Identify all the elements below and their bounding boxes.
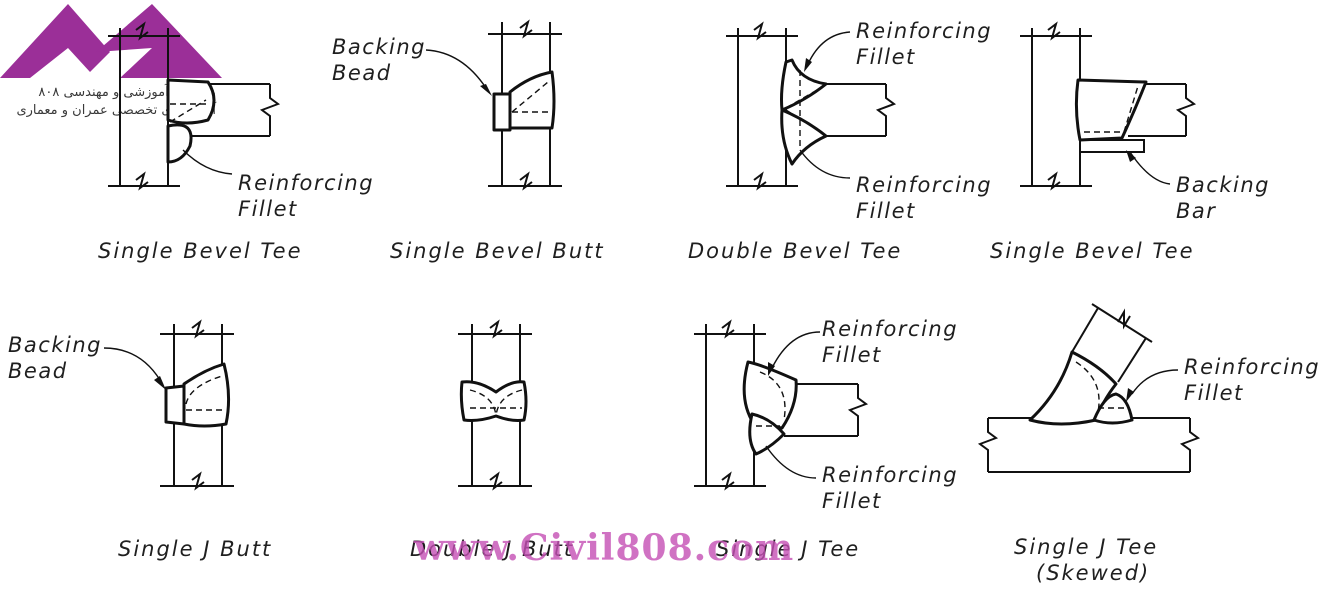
panel2-label-1: Backing xyxy=(332,35,426,59)
panel-single-bevel-butt: Backing Bead Single Bevel Butt xyxy=(332,19,605,263)
panel-double-bevel-tee: Reinforcing Fillet Reinforcing Fillet Do… xyxy=(688,19,992,263)
logo-right-shape xyxy=(96,4,222,78)
panel3-label-1: Reinforcing xyxy=(856,19,992,43)
panel8-label-1: Reinforcing xyxy=(1184,355,1320,379)
panel1-label-2: Fillet xyxy=(238,197,298,221)
panel5-label-1: Backing xyxy=(8,333,102,357)
panel-single-bevel-tee-2: Backing Bar Single Bevel Tee xyxy=(990,21,1270,263)
panel-single-bevel-tee-1: Reinforcing Fillet Single Bevel Tee xyxy=(98,21,374,263)
panel4-label-1: Backing xyxy=(1176,173,1270,197)
panel8-caption-2: (Skewed) xyxy=(1036,561,1150,585)
panel7-label-2: Fillet xyxy=(822,343,882,367)
panel7-label-1: Reinforcing xyxy=(822,317,958,341)
panel-double-j-butt: Double J Butt xyxy=(410,319,574,561)
panel3-caption: Double Bevel Tee xyxy=(688,239,902,263)
watermark: www.Civil808.com xyxy=(413,527,794,569)
panel-single-j-tee-skewed: Reinforcing Fillet Single J Tee (Skewed) xyxy=(977,303,1320,585)
panel7-caption: Single J Tee xyxy=(716,537,860,561)
panel-single-j-tee: Reinforcing Fillet Reinforcing Fillet Si… xyxy=(694,317,958,561)
panel-single-j-butt: Backing Bead Single J Butt xyxy=(8,319,272,561)
panel5-label-2: Bead xyxy=(8,359,68,383)
panel3-label-2: Fillet xyxy=(856,45,916,69)
panel7-label-4: Fillet xyxy=(822,489,882,513)
panel2-caption: Single Bevel Butt xyxy=(390,239,605,263)
panel5-caption: Single J Butt xyxy=(118,537,272,561)
panel1-caption: Single Bevel Tee xyxy=(98,239,303,263)
logo-left-shape xyxy=(0,4,110,78)
panel8-label-2: Fillet xyxy=(1184,381,1244,405)
panel8-caption: Single J Tee xyxy=(1014,535,1158,559)
panel1-label-1: Reinforcing xyxy=(238,171,374,195)
panel6-caption: Double J Butt xyxy=(410,537,574,561)
panel2-label-2: Bead xyxy=(332,61,392,85)
panel4-caption: Single Bevel Tee xyxy=(990,239,1195,263)
panel7-label-3: Reinforcing xyxy=(822,463,958,487)
panel3-label-4: Fillet xyxy=(856,199,916,223)
panel4-label-2: Bar xyxy=(1176,199,1216,223)
panel3-label-3: Reinforcing xyxy=(856,173,992,197)
